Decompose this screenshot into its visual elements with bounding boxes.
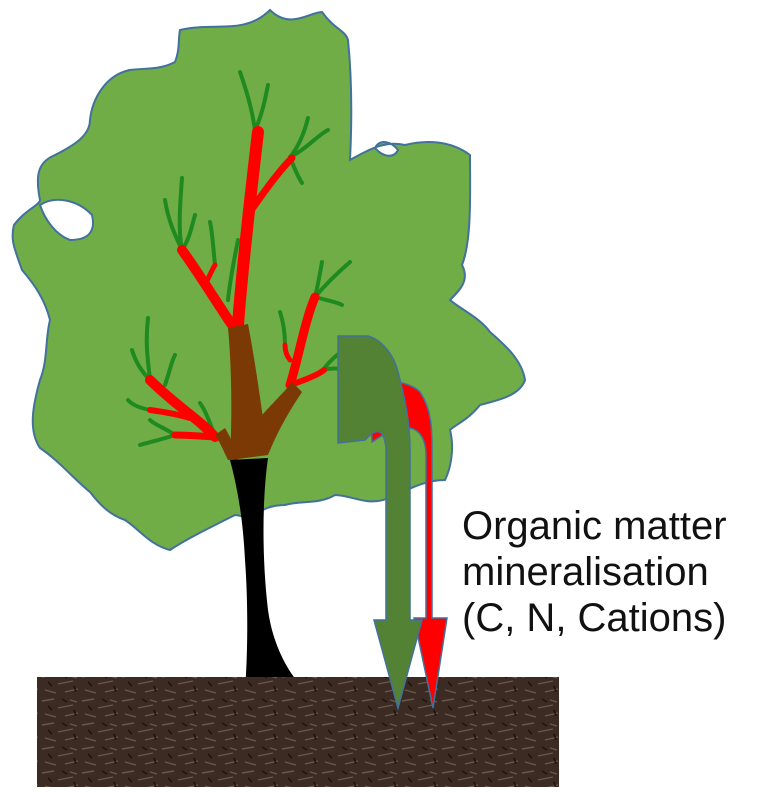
- mineralisation-caption: Organic matter mineralisation (C, N, Cat…: [462, 503, 782, 641]
- caption-line-1: Organic matter: [462, 503, 782, 549]
- caption-line-2: mineralisation: [462, 549, 782, 595]
- soil-layer: [37, 677, 559, 787]
- caption-line-3: (C, N, Cations): [462, 595, 782, 641]
